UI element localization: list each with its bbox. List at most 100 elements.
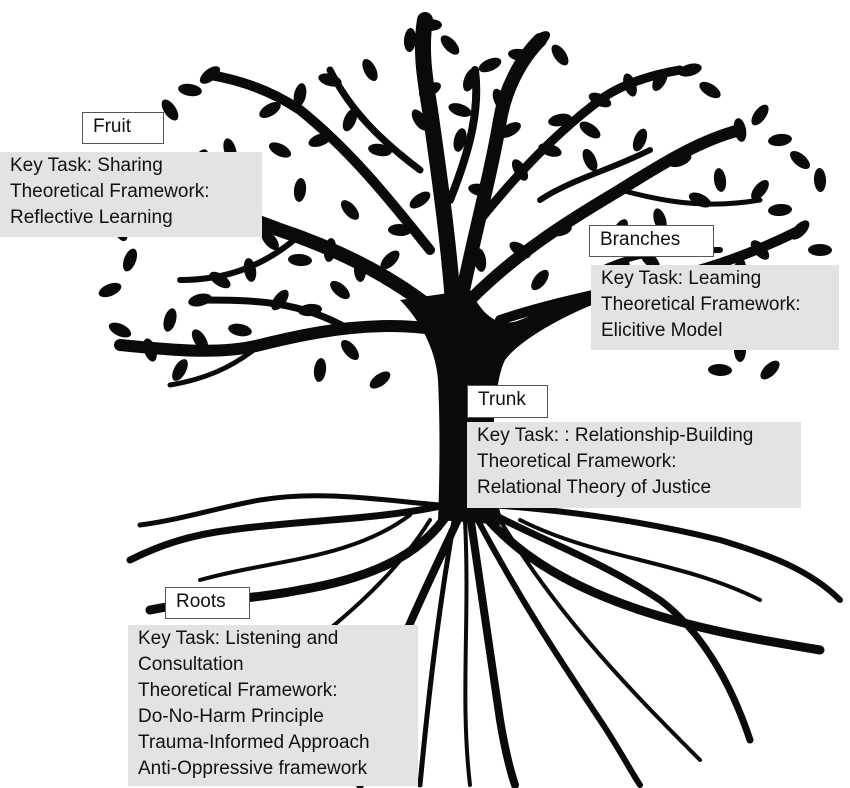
- leaf-20: [768, 133, 792, 147]
- roots-line-3: Theoretical Framework:: [138, 680, 338, 701]
- leaf-19: [751, 104, 769, 126]
- root-12: [498, 518, 702, 762]
- leaf-64: [473, 248, 487, 272]
- trunk-label: Trunk: [467, 385, 548, 418]
- trunk-box: Key Task: : Relationship-Building Theore…: [467, 422, 801, 508]
- leaf-63: [509, 241, 531, 259]
- leaf-51: [368, 143, 392, 157]
- leaf-16: [678, 63, 702, 77]
- leaf-53: [453, 128, 467, 152]
- root-6: [126, 501, 449, 564]
- branch-14: [177, 232, 303, 283]
- leaf-15: [652, 69, 668, 91]
- branches-line-1: Key Task: Leaming: [601, 268, 762, 289]
- root-11: [463, 518, 472, 787]
- leaf-10: [362, 58, 378, 82]
- trunk-line-3: Relational Theory of Justice: [477, 477, 712, 498]
- leaf-18: [733, 118, 747, 142]
- leaf-5: [508, 48, 532, 62]
- leaf-57: [632, 128, 648, 152]
- leaf-49: [293, 178, 307, 202]
- leaf-96: [409, 191, 431, 209]
- roots-label: Roots: [165, 587, 250, 619]
- leaf-59: [688, 192, 712, 208]
- leaf-95: [323, 238, 337, 262]
- leaf-1: [418, 19, 442, 31]
- leaf-39: [188, 293, 212, 307]
- root-8: [417, 512, 458, 788]
- leaf-98: [511, 159, 529, 181]
- leaf-9: [318, 73, 342, 87]
- leaf-25: [750, 240, 770, 260]
- fruit-box: Key Task: Sharing Theoretical Framework:…: [0, 152, 262, 237]
- tree-trunk: [400, 290, 592, 525]
- leaf-29: [161, 99, 179, 121]
- branches-label-text: Branches: [600, 229, 681, 250]
- leaf-89: [768, 203, 792, 217]
- leaf-36: [108, 322, 132, 338]
- leaf-88: [751, 179, 769, 201]
- leaf-58: [668, 152, 692, 168]
- branch-8: [475, 65, 685, 225]
- leaf-76: [163, 308, 177, 332]
- branches-box: Key Task: Leaming Theoretical Framework:…: [591, 265, 839, 350]
- roots-box: Key Task: Listening and Consultation The…: [128, 625, 418, 786]
- root-9: [487, 502, 843, 603]
- leaf-4: [529, 31, 551, 49]
- leaf-45: [353, 258, 367, 282]
- roots-line-1: Key Task: Listening and: [138, 628, 339, 649]
- leaf-43: [298, 303, 322, 317]
- leaf-47: [388, 223, 412, 237]
- branch-16: [167, 342, 263, 388]
- leaf-13: [588, 92, 612, 108]
- leaf-37: [143, 338, 157, 362]
- root-14: [518, 518, 762, 602]
- root-5: [481, 506, 754, 744]
- leaf-66: [568, 293, 592, 307]
- leaf-23: [790, 220, 810, 240]
- leaf-85: [548, 113, 572, 127]
- leaf-86: [579, 121, 601, 139]
- leaf-7: [293, 83, 307, 107]
- leaf-24: [808, 243, 832, 257]
- trunk-label-text: Trunk: [478, 389, 526, 410]
- branch-7: [205, 70, 435, 255]
- leaf-12: [478, 57, 502, 73]
- leaf-40: [209, 271, 231, 289]
- leaf-93: [288, 253, 312, 267]
- leaf-77: [419, 82, 441, 98]
- trunk-line-1: Key Task: : Relationship-Building: [477, 425, 754, 446]
- branches-label: Branches: [589, 225, 714, 257]
- leaf-14: [623, 73, 637, 97]
- branches-line-2: Theoretical Framework:: [601, 294, 801, 315]
- branch-15: [617, 187, 763, 207]
- leaf-62: [548, 223, 572, 237]
- roots-line-6: Anti-Oppressive framework: [138, 758, 368, 779]
- leaf-72: [313, 358, 327, 382]
- leaf-78: [448, 103, 472, 117]
- fruit-line-3: Reflective Learning: [10, 207, 173, 228]
- leaf-81: [308, 133, 332, 147]
- roots-label-text: Roots: [176, 591, 226, 612]
- leaf-55: [538, 143, 562, 157]
- leaf-28: [178, 83, 202, 97]
- trunk-line-2: Theoretical Framework:: [477, 451, 677, 472]
- leaf-73: [369, 371, 391, 389]
- branch-1: [414, 12, 463, 338]
- leaf-21: [790, 151, 810, 169]
- leaf-44: [330, 280, 350, 300]
- leaf-71: [341, 340, 359, 360]
- leaf-70: [708, 363, 732, 377]
- branches-line-3: Elicitive Model: [601, 320, 723, 341]
- leaf-8: [259, 101, 281, 119]
- root-15: [198, 513, 412, 582]
- branch-2: [448, 33, 547, 337]
- branch-9: [446, 66, 481, 204]
- root-4: [475, 505, 825, 655]
- leaf-34: [122, 248, 138, 272]
- leaf-52: [411, 109, 429, 131]
- leaf-74: [228, 323, 252, 337]
- fruit-label: Fruit: [82, 112, 164, 144]
- leaf-56: [582, 148, 598, 172]
